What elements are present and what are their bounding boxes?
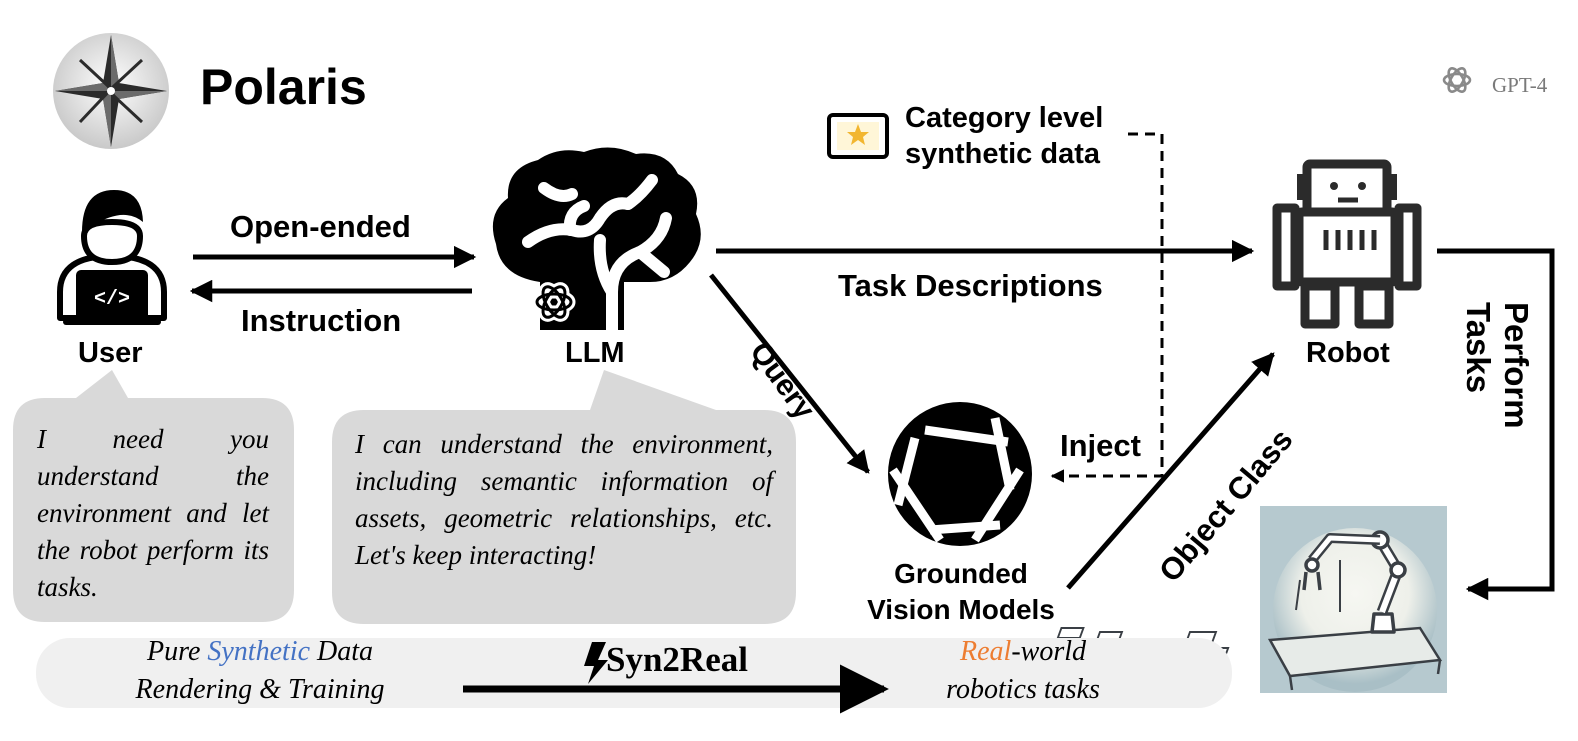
instruction-label: Instruction bbox=[241, 303, 402, 338]
user-label: User bbox=[78, 337, 143, 369]
synthetic-highlight: Synthetic bbox=[207, 636, 310, 667]
banner-left-text: Pure Synthetic Data Rendering & Training bbox=[100, 633, 420, 709]
llm-label: LLM bbox=[565, 337, 625, 369]
polaris-logo-icon bbox=[53, 33, 169, 149]
banner-right-line-1: Real-world bbox=[900, 633, 1146, 671]
robot-arm-illustration bbox=[1056, 506, 1447, 693]
perform-tasks-label: Perform Tasks bbox=[1460, 302, 1535, 429]
banner-left-line-1: Pure Synthetic Data bbox=[100, 633, 420, 671]
vision-models-label: Grounded Vision Models bbox=[856, 556, 1066, 628]
synthetic-data-line-2: synthetic data bbox=[905, 138, 1100, 170]
banner-left-line-2: Rendering & Training bbox=[135, 674, 385, 705]
banner-left-post: Data bbox=[310, 636, 373, 667]
synthetic-data-label: Category level synthetic data bbox=[905, 100, 1103, 172]
real-highlight: Real bbox=[960, 636, 1012, 667]
perform-tasks-arrow bbox=[1437, 248, 1555, 601]
openai-logo-icon bbox=[1442, 67, 1472, 93]
user-icon: </> bbox=[57, 190, 167, 325]
syn2real-banner bbox=[36, 638, 1232, 708]
open-ended-label: Open-ended bbox=[230, 209, 411, 244]
brain-icon bbox=[492, 147, 701, 336]
tablet-icon bbox=[827, 113, 889, 159]
user-bubble-text: I need you understand the environment an… bbox=[37, 424, 269, 602]
aperture-icon bbox=[888, 402, 1032, 546]
vision-models-line-1: Grounded bbox=[894, 558, 1028, 589]
inject-label: Inject bbox=[1060, 428, 1141, 463]
task-descriptions-label: Task Descriptions bbox=[838, 268, 1103, 303]
object-class-arrow bbox=[1066, 352, 1275, 590]
banner-right-post: -world bbox=[1011, 636, 1086, 667]
gpt-label: GPT-4 bbox=[1492, 73, 1548, 97]
page-title: Polaris bbox=[200, 59, 367, 115]
robot-label: Robot bbox=[1306, 337, 1390, 369]
banner-left-pre: Pure bbox=[146, 636, 208, 667]
llm-bubble-text: I can understand the environment, includ… bbox=[355, 429, 773, 570]
synthetic-data-line-1: Category level bbox=[905, 102, 1104, 134]
banner-right-text: Real-world robotics tasks bbox=[900, 633, 1146, 709]
syn2real-title: Syn2Real bbox=[606, 640, 748, 679]
vision-models-line-2: Vision Models bbox=[867, 594, 1055, 625]
svg-text:</>: </> bbox=[94, 288, 130, 311]
lightning-icon bbox=[584, 642, 608, 684]
query-arrow bbox=[709, 273, 870, 474]
inject-arrow bbox=[1050, 132, 1164, 483]
banner-right-line-2: robotics tasks bbox=[946, 674, 1100, 705]
robot-icon bbox=[1272, 159, 1422, 329]
llm-bubble bbox=[332, 370, 796, 624]
user-bubble bbox=[13, 370, 294, 622]
